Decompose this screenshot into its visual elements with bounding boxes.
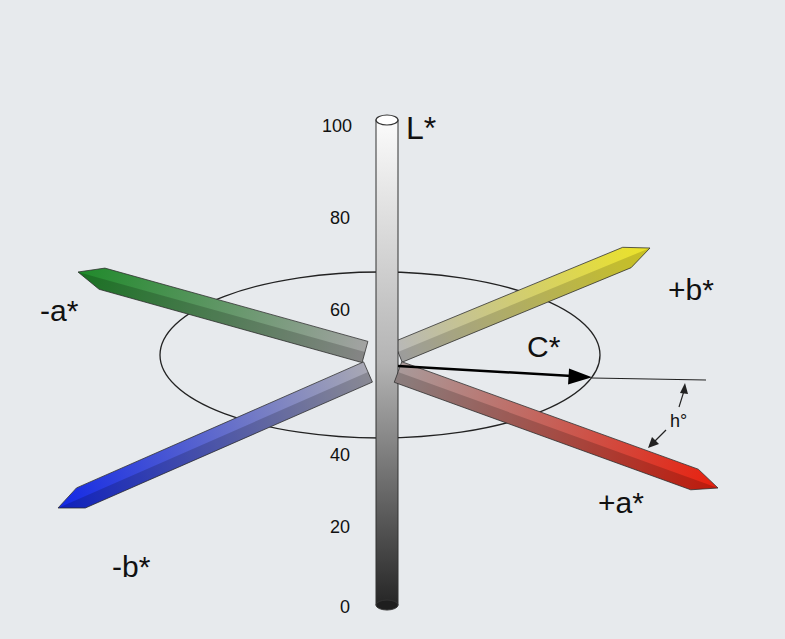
axis-label: L* [406, 112, 436, 144]
yellow-axis [394, 247, 650, 362]
axis-label: -a* [40, 296, 78, 326]
blue-axis [58, 362, 372, 508]
axis-label: +a* [598, 488, 644, 518]
chroma-arrow [398, 366, 706, 385]
scale-number: 20 [330, 518, 350, 536]
axis-label: -b* [112, 552, 150, 582]
hue-angle-marks [648, 383, 688, 448]
green-axis [78, 268, 368, 363]
scale-number: 100 [322, 117, 352, 135]
scale-number: 80 [330, 209, 350, 227]
scale-number: 60 [330, 301, 350, 319]
axis-label: +b* [668, 275, 714, 305]
axis-label: C* [527, 332, 560, 362]
scale-number: 0 [340, 598, 350, 616]
angle-label: h° [670, 412, 687, 430]
scale-number: 40 [330, 446, 350, 464]
lightness-pole [376, 115, 398, 610]
red-axis [394, 362, 718, 490]
